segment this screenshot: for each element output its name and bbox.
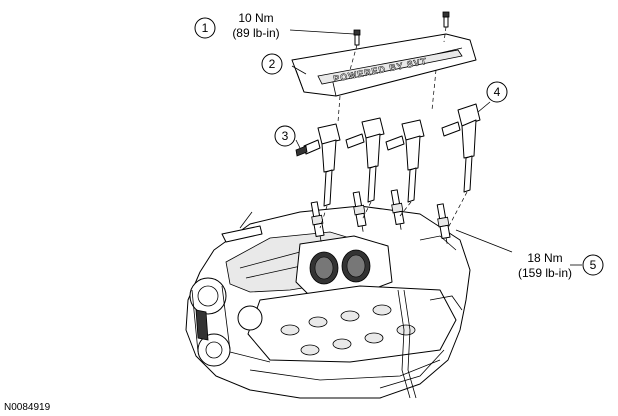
svg-text:5: 5 (590, 258, 597, 272)
coil-cover: POWERED BY SVT (291, 33, 477, 123)
cover-bolt (442, 11, 450, 43)
torque-metric: 10 Nm (238, 11, 273, 25)
accessory-drive (189, 277, 263, 367)
ignition-coil (345, 117, 385, 203)
leader-lines (289, 29, 513, 253)
svg-text:3: 3 (282, 129, 289, 143)
svg-text:2: 2 (269, 57, 276, 71)
engine-assembly (185, 205, 471, 399)
ignition-coil (295, 123, 341, 207)
ignition-coil (385, 119, 425, 203)
cover-bolt-set (349, 11, 450, 71)
torque-imperial: (159 lb-in) (518, 266, 572, 280)
callout-5: 5 (582, 254, 604, 276)
torque-spec-spark-plug: 18 Nm (159 lb-in) (518, 251, 582, 280)
figure-reference: N0084919 (4, 402, 51, 413)
spark-plug-set (310, 189, 451, 244)
ignition-coil (441, 103, 481, 193)
spark-plug (310, 201, 325, 242)
throttle-body (295, 235, 393, 297)
torque-imperial: (89 lb-in) (232, 26, 279, 40)
svg-text:4: 4 (494, 85, 501, 99)
ignition-coil-set (295, 103, 481, 229)
cover-bolt (349, 29, 361, 71)
spark-plug (352, 191, 367, 232)
callout-1: 1 (194, 17, 216, 39)
coil-well-row (280, 304, 416, 356)
callout-3: 3 (274, 125, 296, 147)
spark-plug (436, 203, 451, 244)
callout-2: 2 (261, 53, 283, 75)
svg-text:1: 1 (202, 21, 209, 35)
torque-metric: 18 Nm (527, 251, 562, 265)
torque-spec-cover-bolt: 10 Nm (89 lb-in) (232, 11, 279, 40)
callout-4: 4 (486, 81, 508, 103)
